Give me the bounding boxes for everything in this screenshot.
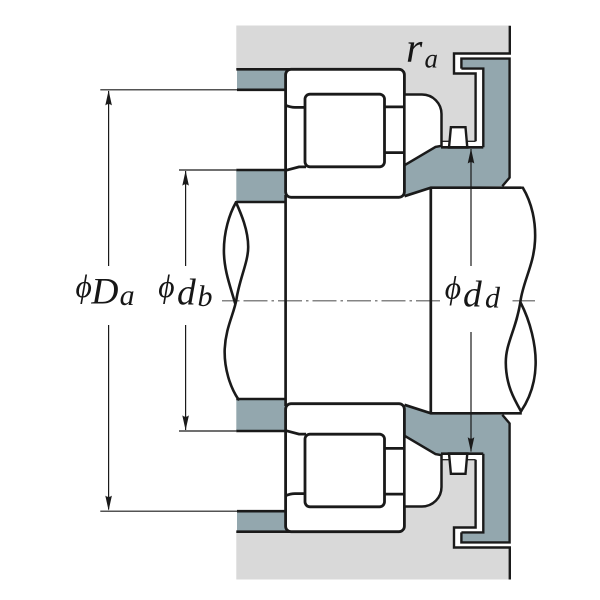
svg-text:d: d	[485, 282, 501, 315]
svg-text:ϕ: ϕ	[445, 271, 461, 306]
svg-text:r: r	[406, 26, 423, 72]
svg-text:a: a	[120, 279, 135, 312]
svg-text:b: b	[198, 280, 213, 313]
svg-text:d: d	[463, 274, 482, 315]
svg-text:a: a	[425, 44, 439, 74]
svg-text:D: D	[90, 272, 118, 313]
svg-text:ϕ: ϕ	[158, 269, 174, 304]
svg-text:d: d	[177, 272, 196, 313]
svg-text:ϕ: ϕ	[76, 269, 92, 304]
